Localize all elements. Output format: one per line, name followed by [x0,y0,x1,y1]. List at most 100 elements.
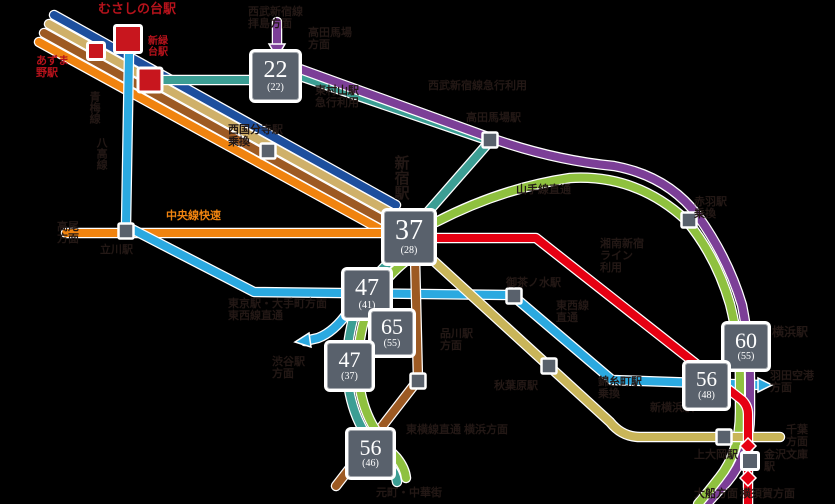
label-flag-station-left: あずま野駅 [36,55,69,79]
label-takadanobaba: 高田馬場駅 [466,112,521,124]
time-express: (55) [737,351,755,363]
label-row: 中央線快速 [166,210,221,222]
label-row: 山手線直通 [516,184,571,196]
label-row: 利用 [600,262,622,275]
label-row: 千葉 [786,424,808,436]
label-ochanomizu: 御茶ノ水駅 [506,277,561,289]
label-row: 方面 [786,436,808,449]
red-line [428,234,752,504]
label-haneda-direction: 羽田空港方面 [770,370,814,394]
highlighted-station-1 [113,24,143,54]
label-flag-station-top: むさしの台駅 [98,1,176,16]
time-express: (41) [358,299,376,311]
highlighted-station-2 [136,66,164,94]
label-yokohama: 横浜駅 [772,325,809,339]
time-minutes: 47 [355,275,379,302]
label-row: 錦糸町駅 [598,376,642,388]
label-row: 西武新宿線 [248,6,303,18]
label-row: 秋葉原駅 [494,380,538,392]
label-row: 急行利用 [315,97,359,110]
label-shinjuku-hub: 新宿駅 [392,155,410,200]
time-box-47b: 47 (37) [327,343,372,389]
time-box-47a: 47 (41) [344,270,390,318]
time-express: (55) [383,337,401,349]
label-row: 金沢文庫 [764,449,808,461]
station-node-7 [715,428,733,446]
time-minutes: 65 [381,314,403,340]
cyan-arrow-right [757,376,774,394]
label-shonan-shinjuku: 湘南新宿ライン利用 [600,238,644,274]
label-row: 乗換 [598,388,620,401]
label-row: 東西線 [556,300,589,312]
label-tachikawa-node: 立川駅 [100,244,133,256]
label-row: 立川駅 [100,244,133,256]
time-express: (46) [362,458,379,470]
time-minutes: 37 [395,215,423,247]
time-box-56b: 56 (48) [685,363,728,408]
label-seibu-top: 西武新宿線拝島方面 [248,6,303,30]
teal-22 [144,72,494,217]
label-row: 乗換 [694,208,716,221]
label-chuo-rapid: 中央線快速 [166,210,221,222]
label-row: 西武新宿線急行利用 [428,80,527,92]
time-minutes: 60 [735,327,757,353]
label-row: 拝島方面 [248,18,292,31]
station-node-3 [680,211,698,229]
band-brown [40,29,394,228]
label-row: 品川駅 [440,328,473,340]
label-row: 横浜駅 [772,325,809,339]
station-node-4 [505,287,523,305]
red-diamond-lower [738,468,758,488]
label-row: 東西線直通 [228,310,283,323]
cyan-arrow-left [293,331,312,349]
label-row: 新宿駅 [392,155,410,200]
station-node-5 [540,357,558,375]
label-toyoko-through: 東横線直通 横浜方面 [406,424,508,436]
station-node-6 [409,372,427,390]
label-oume-line: 青梅線 [88,91,100,124]
time-express: (22) [267,81,284,93]
label-row: 湘南新宿 [600,238,644,250]
time-box-65: 65 (55) [371,311,413,355]
label-ofuna-direction: 大船方面 [694,488,738,500]
label-row: 方面 [272,368,294,381]
label-row: 大船方面 [694,488,738,500]
label-tokyo-otemachi: 東京駅・大手町方面東西線直通 [228,298,327,322]
time-minutes: 56 [359,434,382,460]
label-row: 西国分寺駅 [228,124,283,136]
label-row: 台駅 [148,47,168,58]
label-row: 上大岡駅 [694,449,738,461]
label-kanazawabunko: 金沢文庫駅 [764,449,808,473]
label-row: 方面 [57,233,79,246]
label-row: 横須賀方面 [740,488,795,500]
label-row: 東横線直通 横浜方面 [406,424,509,436]
label-row: 高田馬場 [308,27,352,39]
band-navy [50,11,400,209]
label-shinyokohama: 新横浜駅 [650,402,694,414]
label-higashimurayama: 東村山駅急行利用 [315,85,359,109]
label-shinagawa-direction: 品川駅方面 [440,328,473,352]
label-row: 赤羽駅 [694,196,727,208]
label-row: 羽田空港 [770,370,814,382]
label-row: 八高線 [95,137,108,170]
band-orange [35,38,391,237]
time-express: (48) [698,389,715,401]
time-box-22: 22 (22) [252,52,299,100]
label-row: 野駅 [36,67,58,80]
label-nishikokubunji: 西国分寺駅乗換 [228,124,283,148]
label-row: 新緑 [148,36,168,47]
label-row: 乗換 [228,136,250,149]
label-row: 駅 [764,461,775,474]
purple-main [273,18,754,504]
band-gold [45,20,397,218]
time-box-56a: 56 (46) [348,430,393,477]
time-minutes: 56 [696,367,717,392]
time-box-60: 60 (55) [724,324,768,369]
label-row: 元町・中華街 [376,487,442,499]
station-node-8 [740,451,760,471]
khaki-line [420,248,784,441]
label-row: 高田馬場駅 [466,112,521,124]
label-row: 方面 [440,340,462,353]
label-flag-station-mid: 新緑台駅 [148,36,168,58]
